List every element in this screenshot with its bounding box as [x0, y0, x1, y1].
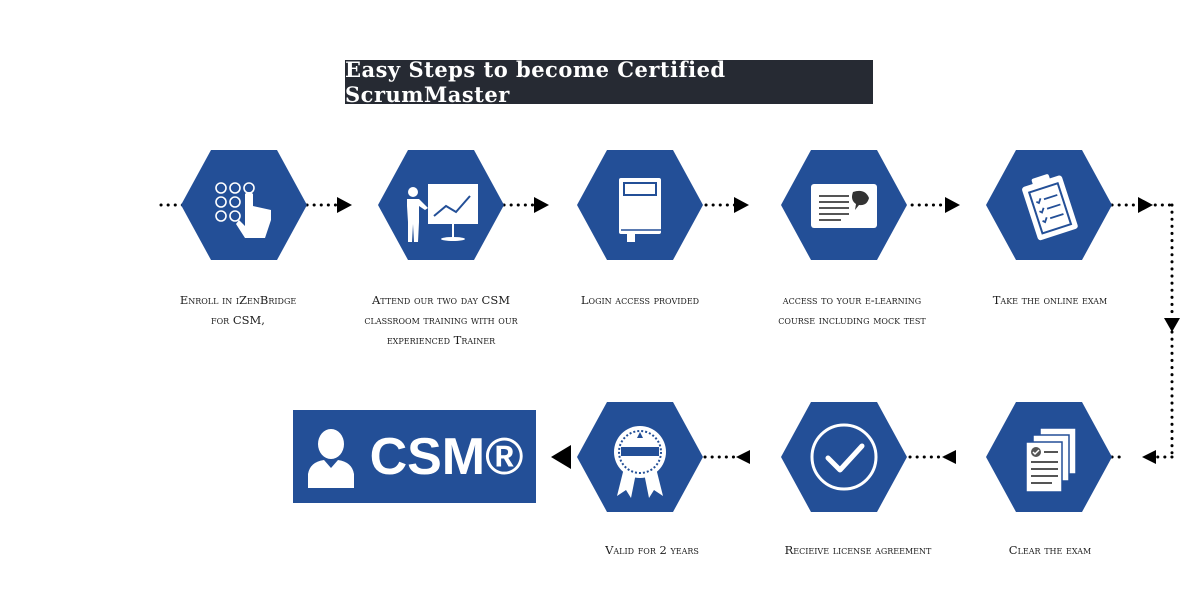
diagram-title: Easy Steps to become Certified ScrumMast… [345, 57, 873, 107]
arrow-right-3 [734, 197, 749, 213]
user-icon [307, 428, 354, 488]
book-icon [619, 178, 661, 242]
clipboard-checklist-icon [1022, 174, 1078, 241]
step-6-label: Clear the exam [1008, 543, 1092, 557]
csm-badge-text: CSM® [369, 427, 524, 486]
arrow-right-5 [1138, 197, 1153, 213]
step-5-hexagon [986, 150, 1112, 260]
arrow-down [1164, 318, 1180, 332]
step-1-hexagon [181, 150, 307, 260]
step-6-hexagon [986, 402, 1112, 512]
csm-badge: CSM® [293, 410, 536, 503]
award-ribbon-icon [614, 426, 666, 498]
arrow-left-2 [942, 450, 956, 464]
step-4-hexagon [781, 150, 907, 260]
documents-checked-icon [1025, 427, 1077, 493]
step-3-label: Login access provided [580, 293, 700, 307]
elearning-screen-icon [811, 184, 877, 228]
arrow-right-2 [534, 197, 549, 213]
trainer-presentation-icon [407, 184, 478, 242]
step-3-hexagon [577, 150, 703, 260]
arrow-left-3 [736, 450, 750, 464]
arrow-left-1 [1142, 450, 1156, 464]
step-2-hexagon [378, 150, 504, 260]
step-8-label: Valid for 2 years [605, 543, 699, 557]
step-7-hexagon [781, 402, 907, 512]
check-circle-icon [810, 423, 878, 491]
step-8-hexagon [577, 402, 703, 512]
touch-keypad-icon [215, 182, 271, 238]
step-5-label: Take the online exam [992, 293, 1108, 307]
arrow-right-4 [945, 197, 960, 213]
step-7-label: Recieive license agreement [784, 543, 932, 557]
arrow-right-1 [337, 197, 352, 213]
arrow-left-big [551, 445, 571, 469]
